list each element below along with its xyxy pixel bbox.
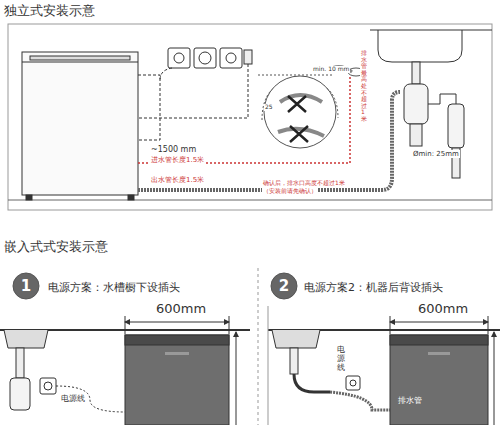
power-cord — [138, 75, 160, 140]
part-name: 排水管 — [398, 396, 422, 405]
part-name: 电源线 — [336, 346, 346, 372]
section-heading: 独立式安装示意 — [4, 4, 95, 19]
sink — [370, 30, 492, 178]
install-note: （安装前请先确认） — [262, 188, 318, 195]
dimension: 600mm — [156, 302, 206, 317]
inlet-hose — [138, 75, 350, 163]
callout-number: 1 — [21, 277, 31, 295]
divider — [258, 268, 259, 425]
dimension: ~1500 mm — [150, 145, 197, 154]
power-cord — [138, 64, 248, 118]
wrong-hose-callouts — [258, 66, 364, 148]
install-note: 确认后，排水口高度不超过1米 — [262, 180, 346, 187]
dimension: 600mm — [418, 302, 468, 317]
dimension: min. 10 mm — [312, 66, 350, 73]
dishwasher — [22, 52, 138, 200]
embedded-scheme-1 — [0, 316, 250, 425]
floor-line — [8, 200, 492, 201]
panel-frame — [8, 24, 492, 210]
embedded-scheme-2 — [268, 306, 500, 425]
scheme-heading: 电源方案2：机器后背设插头 — [304, 282, 443, 295]
callout-number: 2 — [270, 272, 298, 300]
part-name: 电源线 — [60, 394, 86, 403]
power-outlets — [160, 48, 252, 80]
height-note: 排水管最高处不超过1米 — [360, 50, 368, 123]
callout-number: 2 — [279, 277, 289, 295]
dimension: 25 — [264, 104, 274, 111]
dimension: Ømin: 25mm — [412, 150, 460, 158]
scheme-heading: 电源方案：水槽橱下设插头 — [48, 282, 180, 295]
hose-note: 进水管长度1.5米 — [150, 156, 205, 164]
hose-note: 出水管长度1.5米 — [150, 176, 205, 184]
callout-number: 1 — [12, 272, 40, 300]
section-heading: 嵌入式式安装示意 — [4, 240, 108, 255]
